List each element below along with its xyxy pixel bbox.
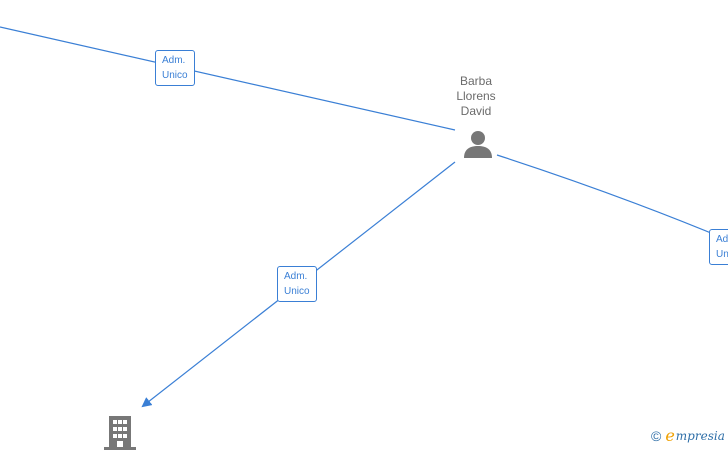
- edge-line-top-left: [0, 26, 456, 131]
- person-name[interactable]: Barba Llorens David: [431, 74, 521, 119]
- building-icon[interactable]: [104, 416, 136, 450]
- edge-label-line: Unico: [162, 70, 188, 81]
- person-icon[interactable]: [462, 129, 494, 159]
- edge-label-line: Adm.: [162, 55, 186, 66]
- brand-logo-text: mpresia: [675, 429, 725, 443]
- edge-line-right: [496, 154, 728, 241]
- person-name-line: David: [460, 104, 492, 118]
- edge-label-top-left[interactable]: Adm. Unico: [155, 50, 195, 86]
- edge-label-line: Unico: [284, 286, 310, 297]
- edge-label-right[interactable]: Adm. Unico: [709, 229, 728, 265]
- edge-label-line: Adm.: [284, 271, 308, 282]
- person-name-line: Llorens: [456, 89, 496, 103]
- edge-label-to-company[interactable]: Adm. Unico: [277, 266, 317, 302]
- person-name-line: Barba: [459, 74, 493, 88]
- edge-label-line: Unico: [716, 249, 728, 260]
- brand-logo-initial: e: [665, 426, 675, 445]
- copyright-symbol: ©: [651, 428, 662, 444]
- brand-watermark: © e mpresia: [651, 426, 725, 445]
- edge-label-line: Adm.: [716, 234, 728, 245]
